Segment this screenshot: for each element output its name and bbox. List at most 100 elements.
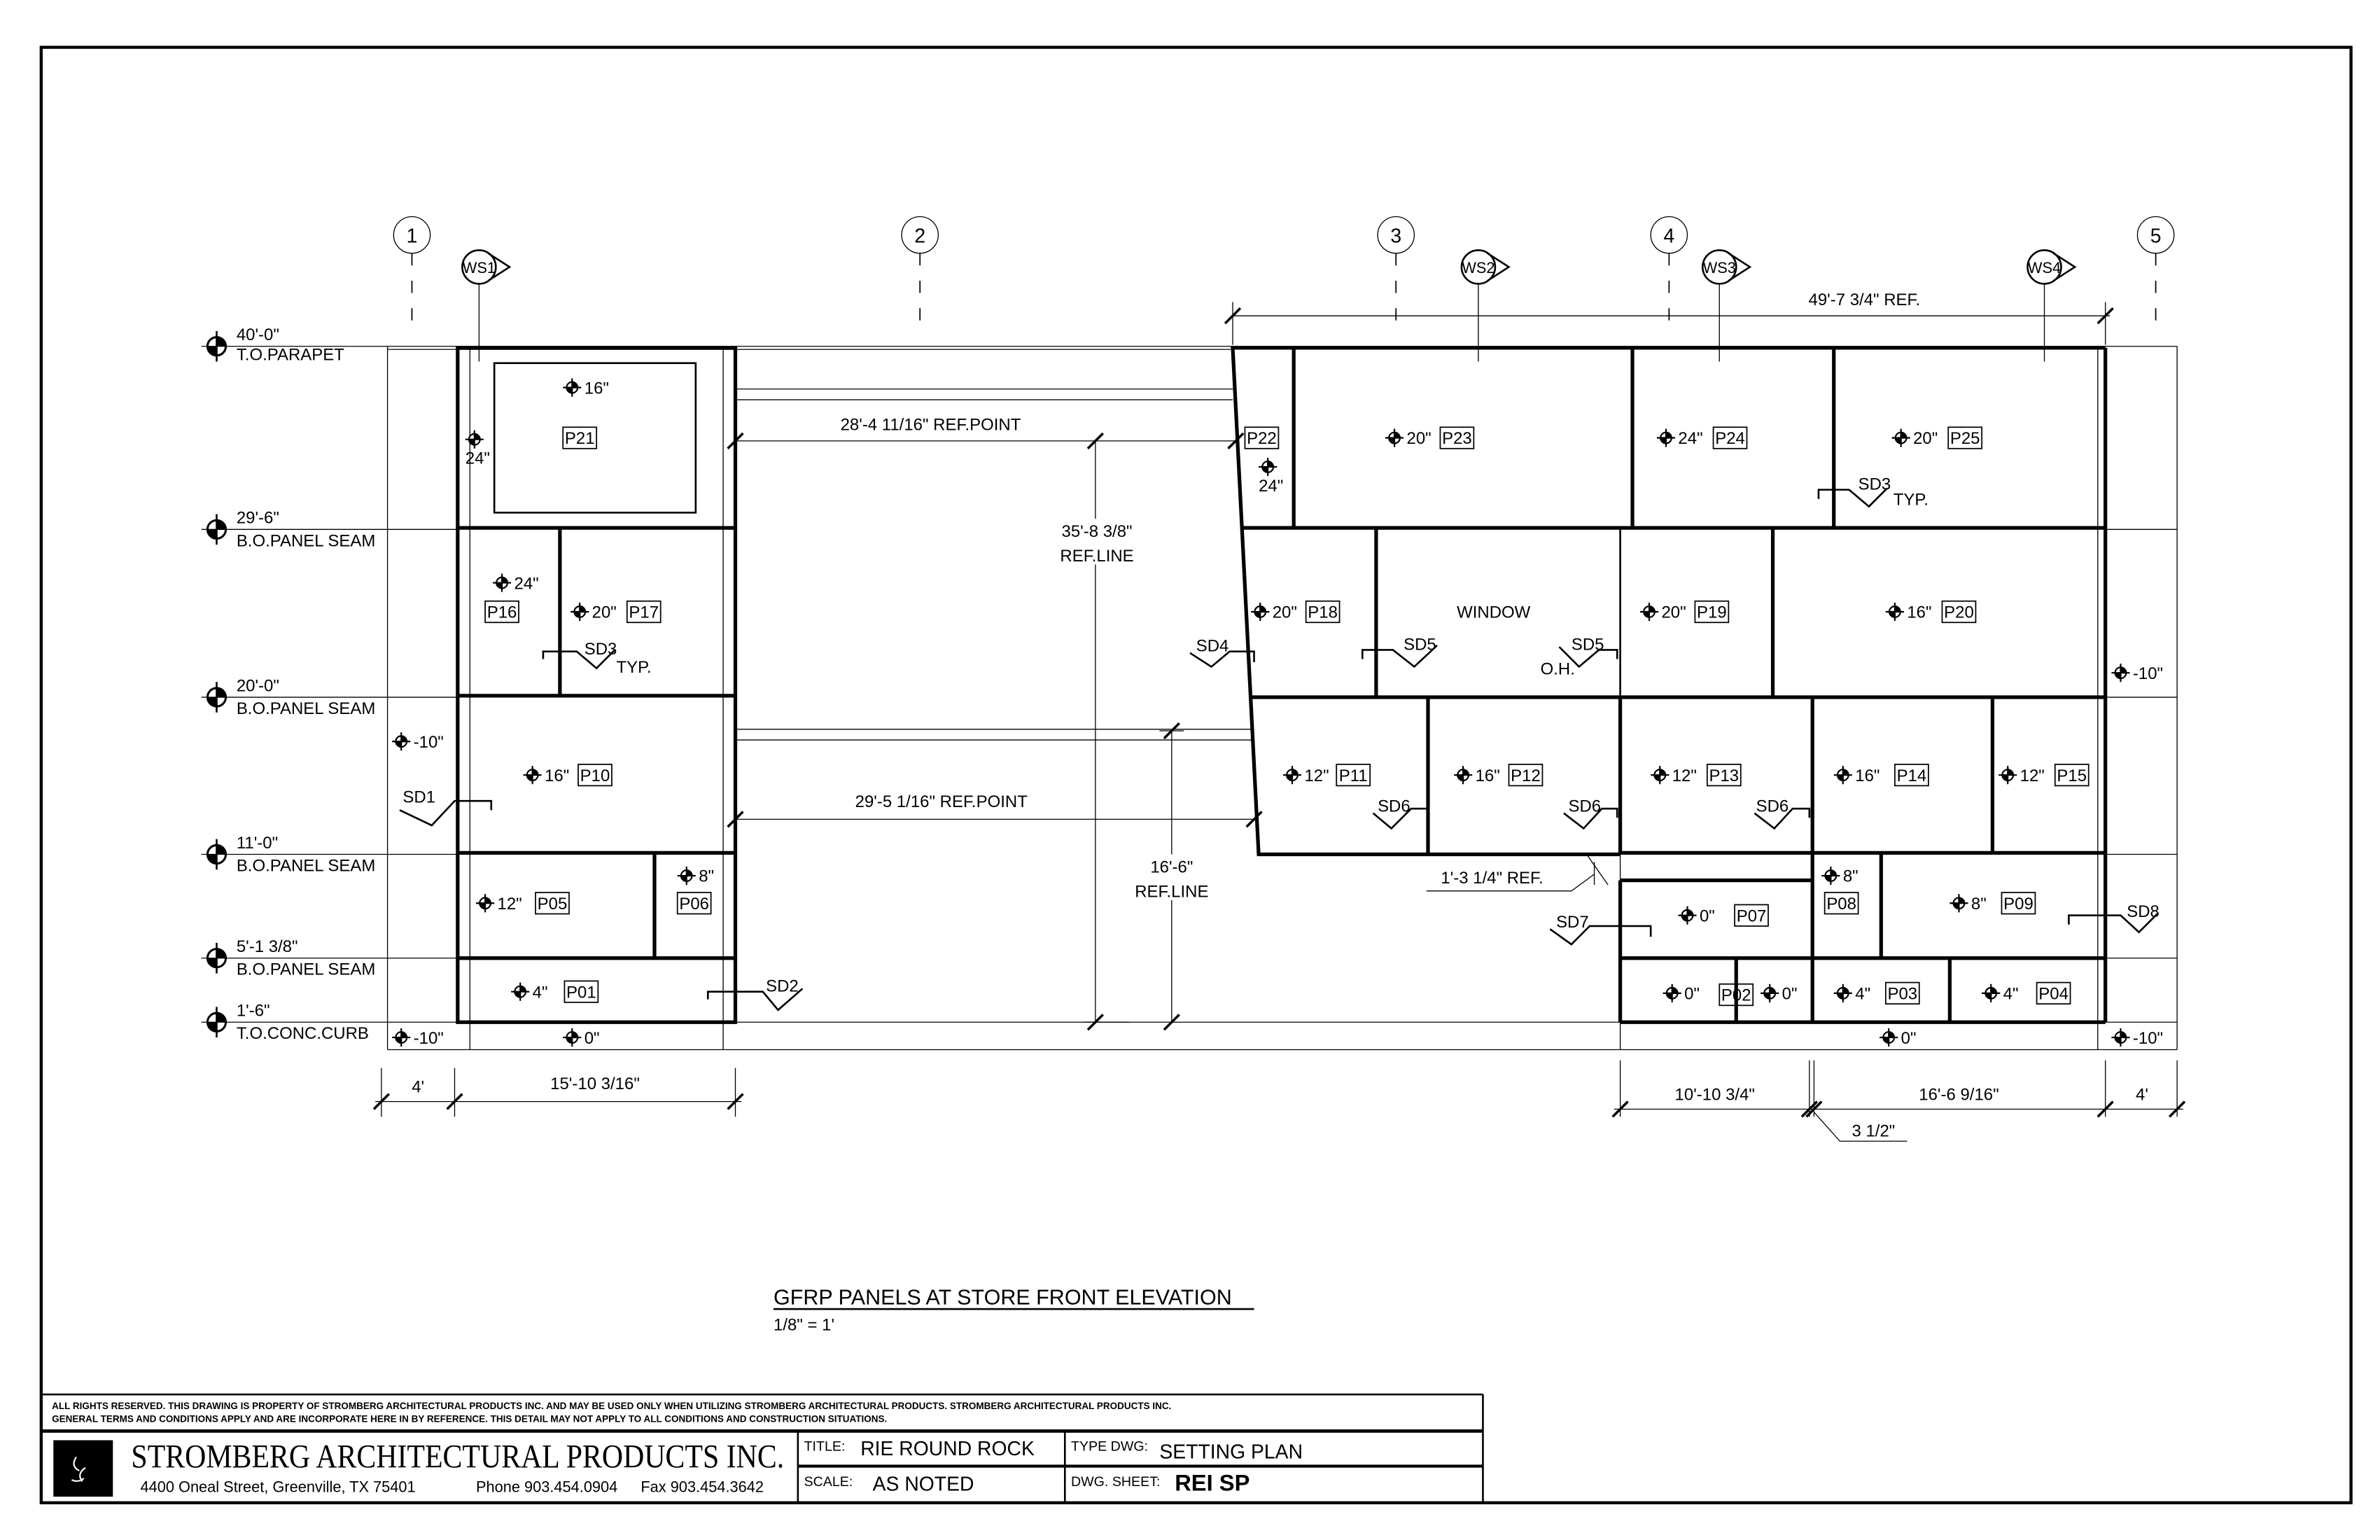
- level-40: 40'-0"T.O.PARAPET: [201, 326, 388, 364]
- panel-id-box: [1694, 600, 1730, 624]
- panel-offset: 0": [1684, 985, 1700, 1004]
- panel-id: P19: [1697, 603, 1727, 622]
- panel-id-box: [578, 764, 612, 787]
- panel-p14: 16"P14: [1833, 764, 1929, 787]
- panel-p04: 4" P04: [1981, 981, 2071, 1004]
- panel-id-box: [562, 426, 598, 449]
- dim-ref-line-tall: 35'-8 3/8"REF.LINE: [1044, 432, 1149, 1031]
- panel-id: P23: [1442, 429, 1472, 448]
- panel-p21-inset: [493, 362, 697, 514]
- panel-offset: 24": [1259, 477, 1283, 496]
- svg-text:0": 0": [1901, 1029, 1917, 1048]
- offset-marker-icon: [1821, 865, 1841, 886]
- panel-offset: 4": [1855, 985, 1870, 1004]
- svg-text:16'-6 9/16": 16'-6 9/16": [1919, 1085, 1998, 1104]
- panel-offset: 4": [2003, 985, 2019, 1004]
- level-markers: 40'-0"T.O.PARAPET 29'-6"B.O.PANEL SEAM 2…: [201, 326, 388, 1043]
- panel-p08: 8"P08: [1821, 865, 1859, 915]
- panel-offset: 0": [1700, 906, 1715, 925]
- dim-overall-right: 49'-7 3/4" REF.: [1224, 290, 2115, 345]
- panel-id-box: [1823, 892, 1859, 915]
- panel-id-box: [1508, 764, 1544, 787]
- wall-section-ws4: WS4: [2026, 249, 2077, 362]
- panel-id: P02: [1721, 986, 1751, 1005]
- company-fax: Fax 903.454.3642: [640, 1478, 764, 1496]
- panel-id: P13: [1709, 766, 1739, 785]
- panel-offset: 24": [1678, 429, 1702, 448]
- title-label: TITLE:: [804, 1439, 846, 1455]
- offset-marker-icon: [1760, 983, 1780, 1004]
- panel-id: P11: [1339, 766, 1368, 785]
- grid-label: 5: [2150, 225, 2162, 248]
- panel-id: P03: [1887, 985, 1917, 1004]
- level-label: B.O.PANEL SEAM: [237, 856, 375, 875]
- panel-id-box: [1244, 426, 1280, 449]
- dim-bottom-right: 10'-10 3/4" 16'-6 9/16" 4' 3 1/2": [1611, 1060, 2186, 1142]
- offset-marker-icon: [1949, 893, 1969, 913]
- panel-p02: 0" 0" P02: [1662, 983, 1798, 1007]
- callout-sd5-left: SD5: [1361, 635, 1438, 668]
- grid-bubble-2: 2: [901, 216, 939, 336]
- wall-section-ws3: WS3: [1702, 249, 1752, 362]
- panel-p10: 16"P10: [522, 764, 612, 787]
- grid-bubble-5: 5: [2136, 216, 2175, 336]
- panel-id-box: [535, 892, 570, 915]
- panel-id-box: [564, 980, 599, 1003]
- title-value: RIE ROUND ROCK: [860, 1438, 1035, 1460]
- panel-id-box: [2054, 764, 2090, 787]
- svg-text:1'-3 1/4" REF.: 1'-3 1/4" REF.: [1441, 869, 1543, 888]
- level-elevation: 20'-0": [237, 676, 279, 695]
- callout-sd8: SD8: [2068, 902, 2160, 934]
- svg-text:SD7: SD7: [1556, 913, 1589, 932]
- grid-label: 1: [407, 225, 418, 248]
- wall-section-ws2: WS2: [1460, 249, 1511, 362]
- offset-marker-icon: [1884, 601, 1905, 622]
- offset-marker-icon: [562, 377, 582, 398]
- wall-section-label: WS2: [1462, 259, 1494, 276]
- panel-p16: 24"P16: [484, 573, 539, 624]
- svg-text:SD1: SD1: [402, 788, 435, 806]
- level-elevation: 40'-0": [237, 326, 279, 344]
- offset-marker: 0": [1879, 1027, 1917, 1048]
- panel-id: P04: [2038, 985, 2068, 1004]
- panel-id: P21: [565, 429, 595, 448]
- svg-text:29'-5 1/16" REF.POINT: 29'-5 1/16" REF.POINT: [855, 792, 1028, 811]
- wall-section-ws1: WS1: [461, 249, 512, 362]
- panel-offset: 20": [1913, 429, 1938, 448]
- grid-lines: 1 2 3 4 5: [393, 216, 2175, 336]
- panel-offset: 0": [1782, 985, 1798, 1004]
- panel-p13: 12"P13: [1650, 764, 1742, 787]
- panel-offset: 16": [1907, 603, 1931, 622]
- offset-marker: -10": [2110, 1027, 2163, 1048]
- callout-sd7: SD7: [1549, 913, 1652, 946]
- panel-id-box: [1894, 764, 1929, 787]
- wall-section-label: WS1: [463, 259, 496, 276]
- level-elevation: 5'-1 3/8": [237, 937, 298, 956]
- grid-bubble-1: 1: [393, 216, 431, 336]
- panel-id: P25: [1950, 429, 1980, 448]
- offset-marker-icon: [1650, 765, 1670, 785]
- svg-text:-10": -10": [2133, 664, 2163, 683]
- panel-id: P01: [566, 983, 596, 1002]
- panel-id-box: [1439, 426, 1475, 449]
- company-address: 4400 Oneal Street, Greenville, TX 75401: [141, 1478, 416, 1496]
- notice-line: ALL RIGHTS RESERVED. THIS DRAWING IS PRO…: [52, 1401, 1171, 1411]
- panel-p03: 4" P03: [1833, 981, 1920, 1004]
- offset-marker-icon: [1998, 765, 2018, 785]
- offset-marker-icon: [1662, 983, 1682, 1004]
- offset-marker-icon: [1833, 765, 1853, 785]
- panel-id: P18: [1308, 603, 1338, 622]
- level-5-1: 5'-1 3/8"B.O.PANEL SEAM: [201, 937, 388, 979]
- window-oh-label: O.H.: [1541, 659, 1575, 678]
- svg-text:TYP.: TYP.: [617, 658, 652, 677]
- wall-section-label: WS3: [1703, 259, 1736, 276]
- sheet-label: DWG. SHEET:: [1071, 1474, 1160, 1490]
- panel-p15: 12"P15: [1998, 764, 2090, 787]
- panel-id-box: [1336, 764, 1371, 787]
- svg-text:4': 4': [2136, 1085, 2148, 1104]
- offset-marker: 0": [562, 1027, 600, 1048]
- panel-offset: 12": [1304, 766, 1329, 785]
- level-1-6: 1'-6"T.O.CONC.CURB: [201, 1002, 388, 1043]
